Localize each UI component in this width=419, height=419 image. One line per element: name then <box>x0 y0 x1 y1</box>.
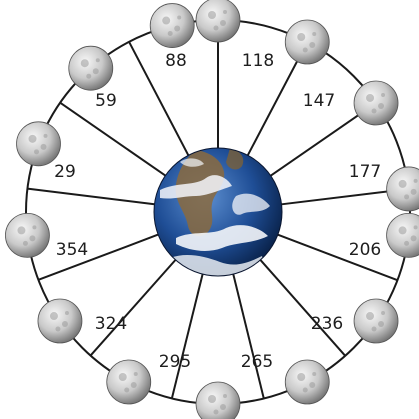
angle-label: 236 <box>311 314 343 334</box>
angle-label: 118 <box>242 51 274 71</box>
moons <box>5 0 419 419</box>
angle-label: 295 <box>159 352 191 372</box>
spoke-line <box>59 101 166 177</box>
moon-icon <box>149 3 195 48</box>
labels: 88 118 147 177 206 236 265 295 324 354 29 59 <box>54 51 381 372</box>
moon-icon <box>284 19 330 65</box>
angle-label: 59 <box>95 91 117 111</box>
moon-icon <box>195 0 241 43</box>
moon-icon <box>68 45 114 91</box>
spoke-line <box>128 41 190 156</box>
moon-icon <box>195 381 241 419</box>
moon-icon <box>386 166 419 212</box>
moon-icon <box>106 359 152 405</box>
spoke-line <box>259 259 346 357</box>
spoke-line <box>27 187 155 206</box>
angle-label: 354 <box>56 240 88 260</box>
moon-icon <box>386 213 419 258</box>
spoke-line <box>38 233 159 281</box>
spoke-line <box>232 273 265 399</box>
moon-icon <box>353 298 399 344</box>
angle-label: 177 <box>349 162 381 182</box>
angle-label: 147 <box>303 91 335 111</box>
angle-label: 265 <box>241 352 273 372</box>
moon-icon <box>16 121 61 167</box>
spoke-line <box>170 273 204 399</box>
angle-label: 206 <box>349 240 381 260</box>
moon-icon <box>284 359 330 405</box>
spoke-line <box>89 259 177 357</box>
moon-icon <box>5 212 50 258</box>
angle-label: 29 <box>54 162 76 182</box>
moon-icon <box>353 80 399 126</box>
moon-icon <box>37 298 83 344</box>
earth-icon <box>153 147 283 277</box>
angle-label: 88 <box>165 51 187 71</box>
spoke-line <box>277 233 398 282</box>
angle-label: 324 <box>95 314 127 334</box>
